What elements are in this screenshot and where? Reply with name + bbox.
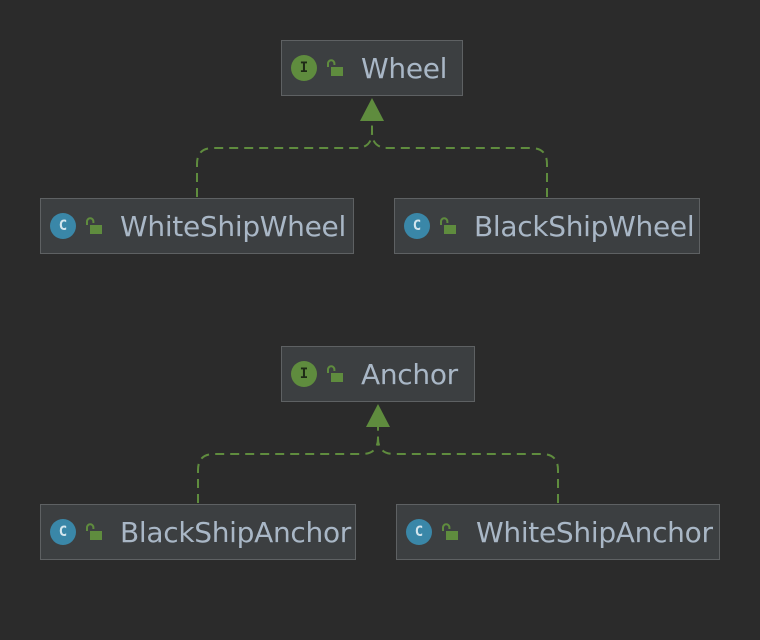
node-label: BlackShipWheel bbox=[474, 209, 695, 243]
node-label: Anchor bbox=[361, 357, 458, 391]
edge-whiteshipwheel-to-wheel bbox=[196, 121, 373, 197]
node-label: BlackShipAnchor bbox=[120, 515, 352, 549]
edge-whiteshipanchor-to-anchor bbox=[377, 427, 559, 503]
node-label: Wheel bbox=[361, 51, 448, 85]
interface-kind-icon: I bbox=[291, 55, 317, 81]
public-unlocked-icon bbox=[86, 217, 102, 234]
public-unlocked-icon bbox=[440, 217, 456, 234]
interface-node-wheel[interactable]: I Wheel bbox=[281, 40, 463, 96]
public-unlocked-icon bbox=[442, 523, 458, 540]
class-node-blackshipwheel[interactable]: C BlackShipWheel bbox=[394, 198, 700, 254]
realization-arrowhead-anchor bbox=[366, 404, 390, 427]
node-label: WhiteShipWheel bbox=[120, 209, 346, 243]
class-node-blackshipanchor[interactable]: C BlackShipAnchor bbox=[40, 504, 356, 560]
interface-node-anchor[interactable]: I Anchor bbox=[281, 346, 475, 402]
class-kind-icon: C bbox=[406, 519, 432, 545]
realization-arrowhead-wheel bbox=[360, 98, 384, 121]
interface-kind-icon: I bbox=[291, 361, 317, 387]
class-kind-icon: C bbox=[404, 213, 430, 239]
class-kind-icon: C bbox=[50, 213, 76, 239]
edge-blackshipwheel-to-wheel bbox=[371, 121, 548, 197]
class-kind-icon: C bbox=[50, 519, 76, 545]
class-node-whiteshipanchor[interactable]: C WhiteShipAnchor bbox=[396, 504, 720, 560]
edge-blackshipanchor-to-anchor bbox=[197, 427, 379, 503]
public-unlocked-icon bbox=[86, 523, 102, 540]
class-node-whiteshipwheel[interactable]: C WhiteShipWheel bbox=[40, 198, 354, 254]
public-unlocked-icon bbox=[327, 59, 343, 76]
public-unlocked-icon bbox=[327, 365, 343, 382]
node-label: WhiteShipAnchor bbox=[476, 515, 713, 549]
